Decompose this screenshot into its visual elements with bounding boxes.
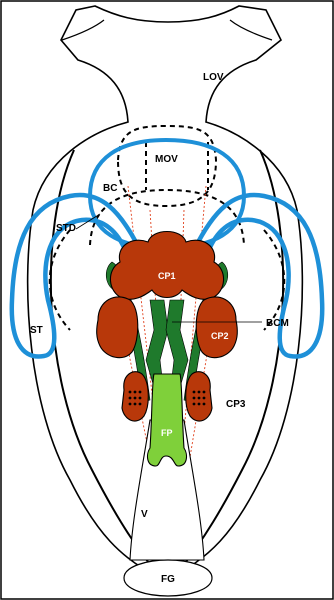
label-bc: BC <box>103 183 117 194</box>
cp2-muscle-left <box>97 297 138 358</box>
label-fg: FG <box>161 574 175 585</box>
label-lov: LOV <box>203 72 224 83</box>
label-cp3: CP3 <box>226 399 246 410</box>
fp-plate <box>148 374 187 466</box>
label-cp2: CP2 <box>211 331 229 341</box>
label-v: V <box>141 509 148 520</box>
label-fp: FP <box>161 428 173 438</box>
label-cp1: CP1 <box>158 271 176 281</box>
cp3-muscle-right <box>186 372 212 421</box>
label-mov: MOV <box>155 154 178 165</box>
cp2-muscle-right <box>196 297 237 358</box>
cp3-muscle-left <box>122 372 148 421</box>
label-bcm: BCM <box>266 318 289 329</box>
label-st: ST <box>30 325 43 336</box>
label-std: STD <box>56 223 76 234</box>
